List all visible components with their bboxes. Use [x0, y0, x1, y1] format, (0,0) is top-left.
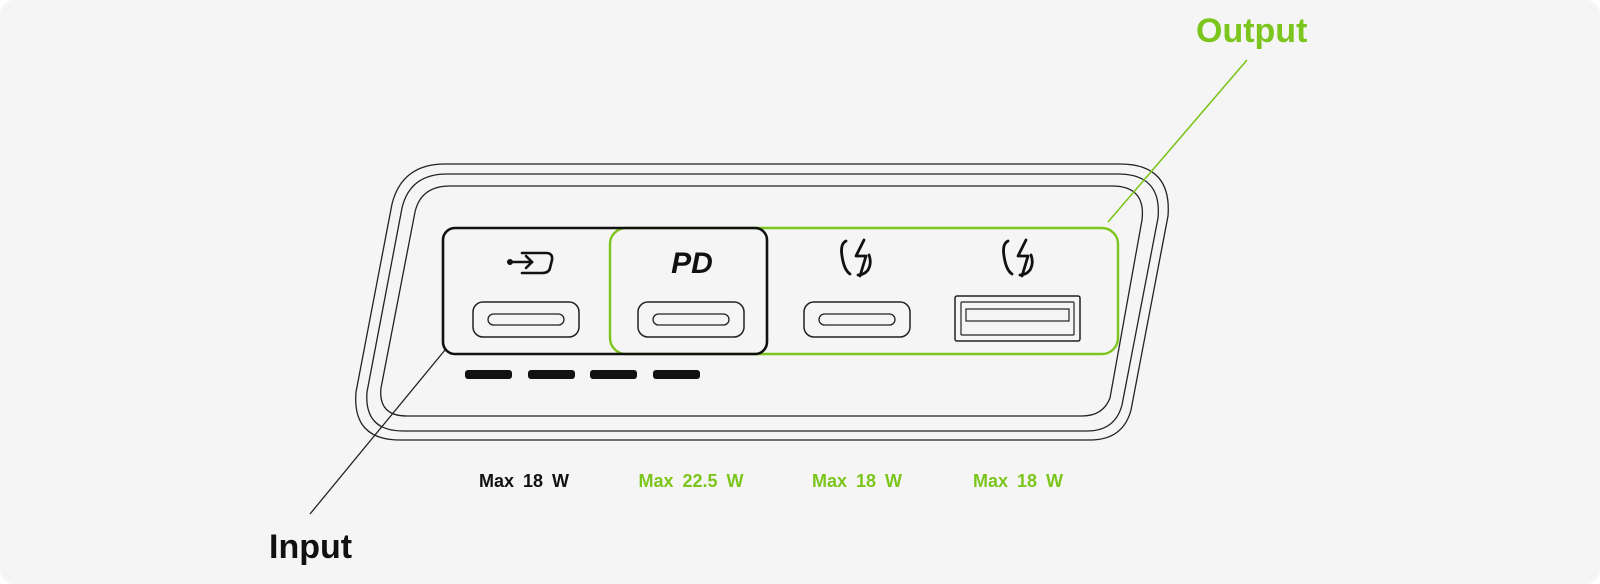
fast-charge-icon	[840, 238, 872, 278]
input-port-frame	[441, 226, 769, 356]
input-callout-label: Input	[269, 528, 353, 566]
fast-charge-icon	[1002, 238, 1034, 278]
battery-led	[528, 370, 575, 379]
input-usb-c-port	[472, 251, 580, 338]
input-max-power-label: Max 18 W	[478, 471, 570, 491]
fast-charge-usb-c-port	[803, 238, 911, 338]
output-leader-line	[1107, 59, 1248, 223]
input-leader-line	[309, 349, 446, 515]
battery-led	[653, 370, 700, 379]
pd-max-power-label: Max 22.5 W	[638, 471, 744, 491]
battery-led	[465, 370, 512, 379]
pd-icon: PD	[671, 247, 713, 280]
battery-level-indicator	[465, 370, 700, 379]
pd-usb-c-port: PD	[637, 247, 745, 338]
usb-input-icon	[507, 251, 554, 275]
usb-a-max-power-label: Max 18 W	[972, 471, 1064, 491]
fast-charge-usb-a-port	[954, 238, 1081, 342]
output-group-frame	[608, 226, 1120, 356]
battery-led	[590, 370, 637, 379]
device-body	[355, 163, 1169, 441]
output-callout-label: Output	[1196, 12, 1308, 50]
usb-c-max-power-label: Max 18 W	[811, 471, 903, 491]
